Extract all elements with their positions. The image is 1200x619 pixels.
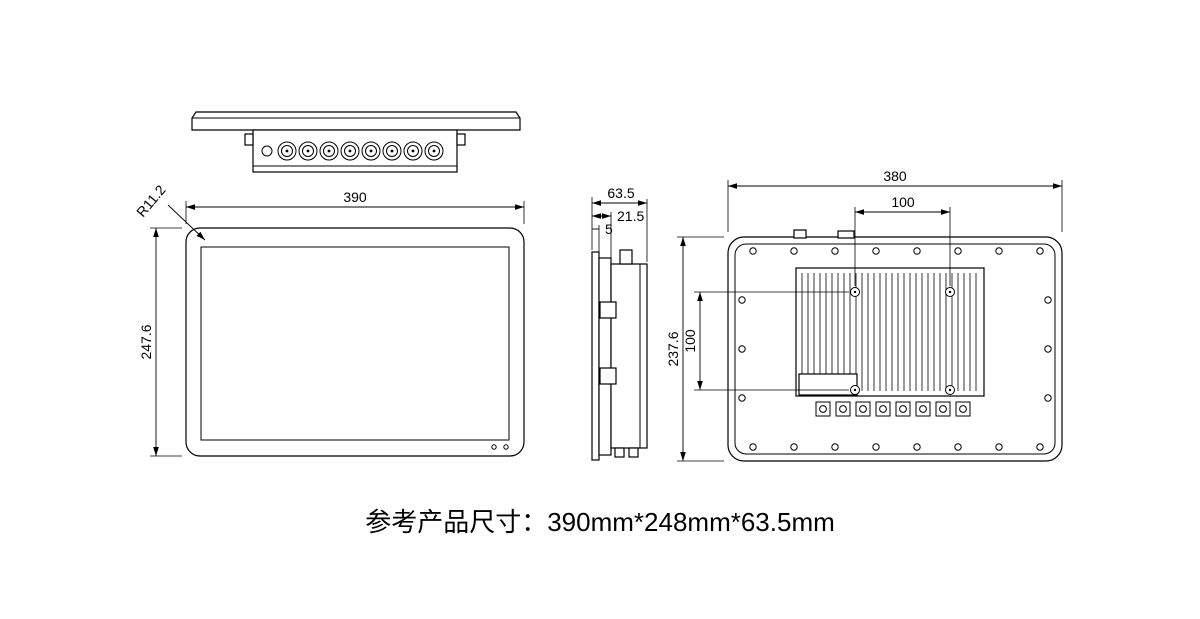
front-indicator-dot-1 <box>491 444 497 450</box>
screw <box>790 247 798 255</box>
front-bezel <box>185 227 525 457</box>
screw <box>1044 394 1052 402</box>
dim-rear-width: 380 <box>883 168 907 184</box>
rear-cover-inner-line <box>734 243 1056 455</box>
vesa-hole-center <box>853 388 857 392</box>
screw <box>872 443 880 451</box>
dim-corner-radius: R11.2 <box>133 182 169 220</box>
io-connector-pin <box>390 149 394 153</box>
io-housing-tab-left <box>244 133 254 146</box>
io-connector-pin <box>432 149 436 153</box>
front-view: 390 247.6 R11.2 <box>133 182 525 457</box>
dim-front-height: 247.6 <box>138 324 154 359</box>
screw <box>995 247 1003 255</box>
io-connector-pin <box>285 149 289 153</box>
io-connector-pin <box>369 149 373 153</box>
top-view <box>191 111 521 173</box>
screw <box>913 443 921 451</box>
screw <box>749 247 757 255</box>
vesa-mount-holes <box>850 287 955 395</box>
radius-leader-line <box>167 204 206 241</box>
front-screen <box>200 246 510 441</box>
screw <box>954 443 962 451</box>
rear-view: 380 237.6 100 100 <box>665 168 1063 462</box>
io-connector-pin <box>348 149 352 153</box>
rear-port-hole <box>899 405 907 413</box>
rear-port-hole <box>939 405 947 413</box>
heatsink-label-plate <box>798 373 858 396</box>
screw <box>1036 247 1044 255</box>
side-bottom-stub-1 <box>614 447 625 458</box>
rear-port-hole <box>959 405 967 413</box>
io-housing-tab-right <box>456 133 466 146</box>
dim-vesa-height: 100 <box>682 329 698 353</box>
dim-rear-height: 237.6 <box>665 331 681 366</box>
side-chassis <box>610 263 648 449</box>
dim-depth-overall: 63.5 <box>607 185 634 201</box>
screw <box>738 394 746 402</box>
side-front-panel <box>591 251 600 461</box>
power-button <box>261 145 273 157</box>
rear-port-hole <box>819 405 827 413</box>
io-connector-pin <box>411 149 415 153</box>
screw <box>749 443 757 451</box>
side-view: 63.5 21.5 5 <box>591 185 648 461</box>
dim-vesa-width: 100 <box>891 194 915 210</box>
product-size-caption: 参考产品尺寸：390mm*248mm*63.5mm <box>365 507 835 537</box>
vesa-hole-center <box>853 290 857 294</box>
side-frame <box>598 257 612 456</box>
rear-top-nub-1 <box>793 229 807 239</box>
io-connector-row <box>261 141 444 161</box>
rear-port-hole <box>919 405 927 413</box>
rear-top-nub-2 <box>837 230 855 239</box>
rear-screw-ring <box>738 247 1052 451</box>
screw <box>790 443 798 451</box>
front-indicator-dot-2 <box>503 444 509 450</box>
dim-depth-front: 21.5 <box>617 208 644 224</box>
top-view-bezel <box>191 111 521 131</box>
side-mount-bracket-lower <box>599 367 617 385</box>
vesa-hole-center <box>948 290 952 294</box>
side-bottom-stub-2 <box>628 447 639 458</box>
rear-port-hole <box>839 405 847 413</box>
heatsink <box>795 267 985 397</box>
side-top-connector <box>619 249 633 265</box>
dim-front-width: 390 <box>343 189 367 205</box>
io-connector-pin <box>306 149 310 153</box>
screw <box>1044 345 1052 353</box>
io-connector-pin <box>327 149 331 153</box>
side-mount-bracket-upper <box>599 301 617 319</box>
dim-depth-bezel: 5 <box>605 221 613 237</box>
rear-port-hole <box>879 405 887 413</box>
rear-port-row <box>815 401 971 417</box>
screw <box>913 247 921 255</box>
vesa-hole-center <box>948 388 952 392</box>
screw <box>995 443 1003 451</box>
rear-port-hole <box>859 405 867 413</box>
screw <box>831 247 839 255</box>
screw <box>831 443 839 451</box>
screw <box>954 247 962 255</box>
heatsink-fins <box>801 273 977 391</box>
screw <box>738 296 746 304</box>
screw <box>738 345 746 353</box>
screw <box>872 247 880 255</box>
screw <box>1036 443 1044 451</box>
screw <box>1044 296 1052 304</box>
